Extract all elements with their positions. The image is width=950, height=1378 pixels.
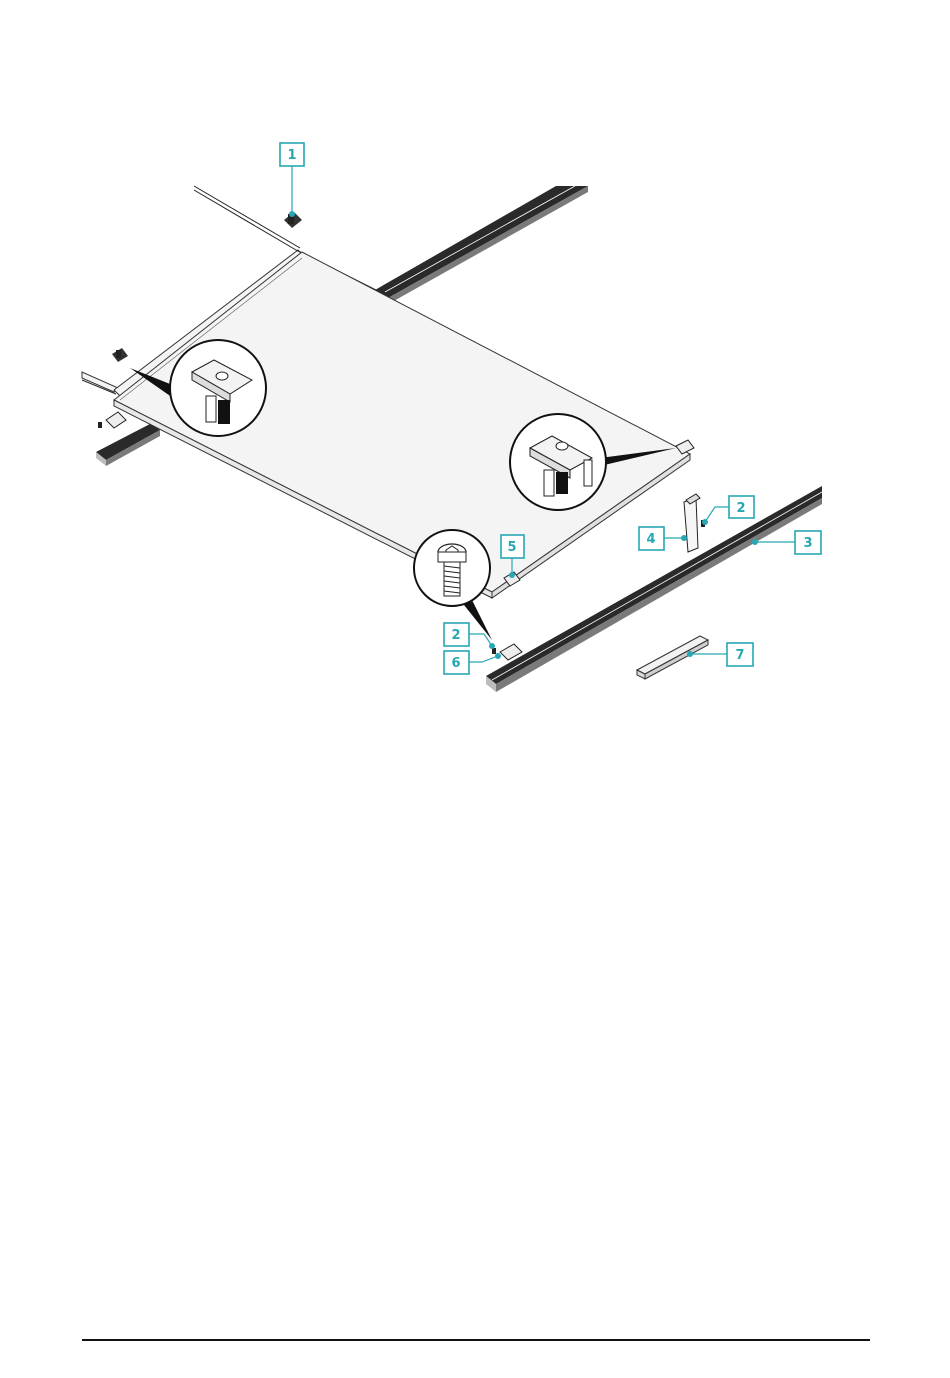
mounting-rail-left — [96, 424, 160, 466]
roof-hook — [684, 494, 705, 552]
callout-label: 4 — [646, 532, 655, 547]
callout-2-upper: 2 — [702, 496, 754, 525]
callout-label: 3 — [803, 536, 812, 551]
footer-divider — [82, 1339, 870, 1341]
callout-1: 1 — [280, 143, 304, 217]
callout-label: 1 — [287, 148, 296, 163]
callout-label: 2 — [451, 628, 460, 643]
callout-2-lower: 2 — [444, 623, 495, 649]
callout-4: 4 — [639, 527, 687, 550]
callout-6: 6 — [444, 651, 501, 674]
callout-label: 6 — [451, 656, 460, 671]
middle-clamp-left — [112, 348, 128, 362]
mounting-rail-far — [375, 186, 588, 302]
rail-connector — [637, 636, 708, 679]
callout-label: 2 — [736, 501, 745, 516]
callout-label: 7 — [735, 648, 744, 663]
grounding-clip-left — [98, 412, 126, 428]
callout-label: 5 — [507, 540, 516, 555]
